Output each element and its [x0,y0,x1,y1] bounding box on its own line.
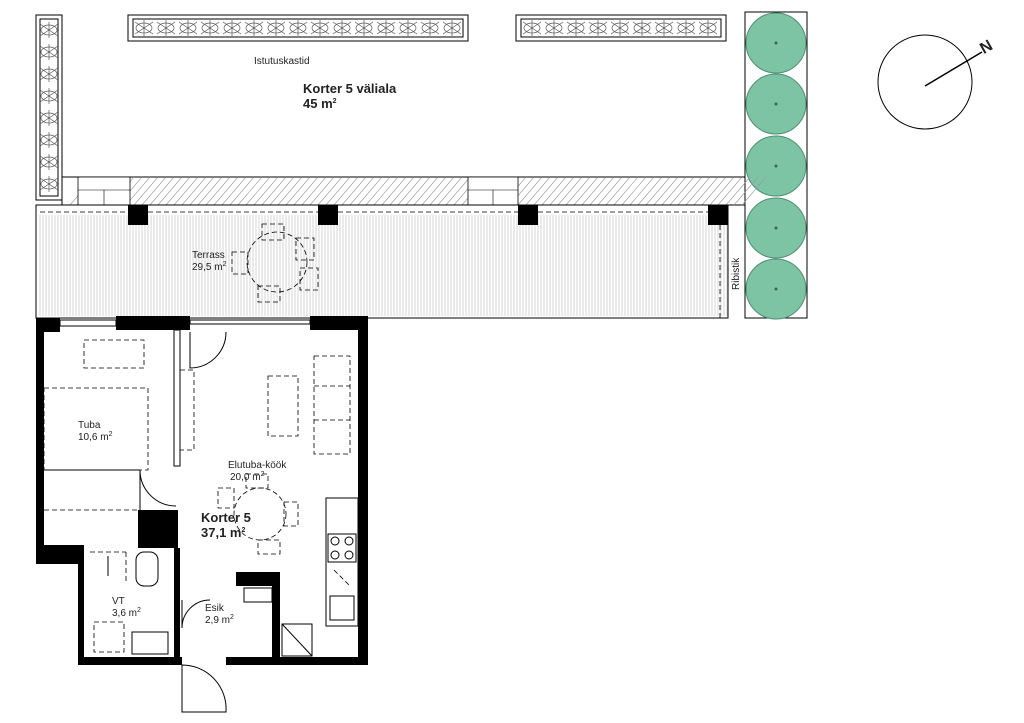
tree-5 [745,258,807,320]
eave-strip [61,176,767,206]
hall-name: Esik [205,603,225,614]
tree-1 [745,12,807,74]
living-furniture [179,355,351,555]
window-openings [59,319,311,327]
north-label: N [977,37,996,58]
apartment-walls [36,316,368,665]
door-swings [139,331,227,713]
yard-area: 45 m2 [303,96,337,111]
planter-box-top-right [515,14,727,42]
hall-fixtures [243,587,313,657]
north-arrow-compass: N [877,34,996,130]
tree-4 [745,197,807,259]
terrace-name: Terrass [192,250,225,261]
bedroom-name: Tuba [78,420,101,431]
apartment-area: 37,1 m2 [201,525,245,540]
planter-label: Istutuskastid [254,56,310,67]
terrace-deck [35,204,729,319]
fence-label: Ribistik [731,257,742,290]
terrace-area: 29,5 m2 [192,261,227,273]
living-name: Elutuba-köök [228,460,287,471]
bedroom-furniture [43,339,149,471]
bedroom-area: 10,6 m2 [78,431,113,443]
kitchen-counter [325,497,359,627]
planter-box-left [35,14,63,201]
bath-name: VT [112,596,125,607]
tree-2 [745,73,807,135]
planter-box-top-left [127,14,469,42]
bathroom-fixtures [90,551,169,655]
hall-area: 2,9 m2 [205,614,234,626]
terrace-table [231,223,319,303]
tree-3 [745,135,807,197]
yard-title: Korter 5 väliala [303,81,397,96]
living-area: 20,0 m2 [230,471,265,483]
tree-row [744,11,808,320]
apartment-title: Korter 5 [201,510,251,525]
bath-area: 3,6 m2 [112,607,141,619]
